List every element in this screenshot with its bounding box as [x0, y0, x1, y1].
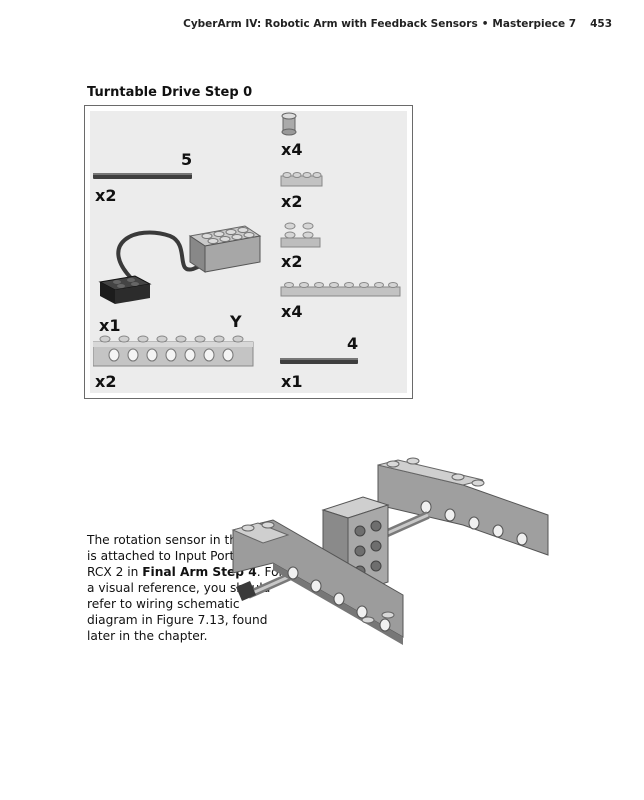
- turntable-drive-model-image: [231, 457, 549, 645]
- beam-y-label: Y: [230, 312, 242, 331]
- plate-1x4-qty: x2: [281, 192, 303, 211]
- caption-bold-reference: Final Arm Step 4: [142, 565, 257, 579]
- plate-1x8-qty: x4: [281, 302, 303, 321]
- parts-list-panel: 5 x2 x1 Y: [84, 105, 413, 399]
- axle-4-image: [280, 358, 358, 364]
- beam-y-qty: x2: [95, 372, 117, 391]
- chapter-label: Masterpiece 7: [492, 18, 577, 30]
- sensor-wire-qty: x1: [99, 316, 121, 335]
- axle-4-qty: x1: [281, 372, 303, 391]
- plate-1x4-image: [280, 172, 323, 187]
- plate-2x2-image: [280, 222, 321, 248]
- header-bullet: •: [481, 18, 489, 30]
- plate-1x8-image: [280, 282, 401, 297]
- running-header: CyberArm IV: Robotic Arm with Feedback S…: [0, 18, 612, 30]
- step-title: Turntable Drive Step 0: [87, 85, 253, 100]
- bushing-image: [281, 112, 297, 136]
- caption-text-end: . For a visual reference, you should ref…: [87, 565, 284, 643]
- page-number: 453: [590, 18, 612, 30]
- plate-2x2-qty: x2: [281, 252, 303, 271]
- axle-5-length-label: 5: [181, 150, 193, 169]
- caption-text-start: The rotation sensor in this step is atta…: [87, 533, 277, 579]
- step-caption: The rotation sensor in this step is atta…: [87, 532, 287, 644]
- sensor-wire-image: [98, 225, 262, 304]
- beam-y-image: [93, 335, 254, 367]
- axle-4-length-label: 4: [347, 334, 359, 353]
- bushing-qty: x4: [281, 140, 303, 159]
- book-title: CyberArm IV: Robotic Arm with Feedback S…: [183, 18, 478, 30]
- axle-5-qty: x2: [95, 186, 117, 205]
- axle-5-image: [93, 173, 192, 179]
